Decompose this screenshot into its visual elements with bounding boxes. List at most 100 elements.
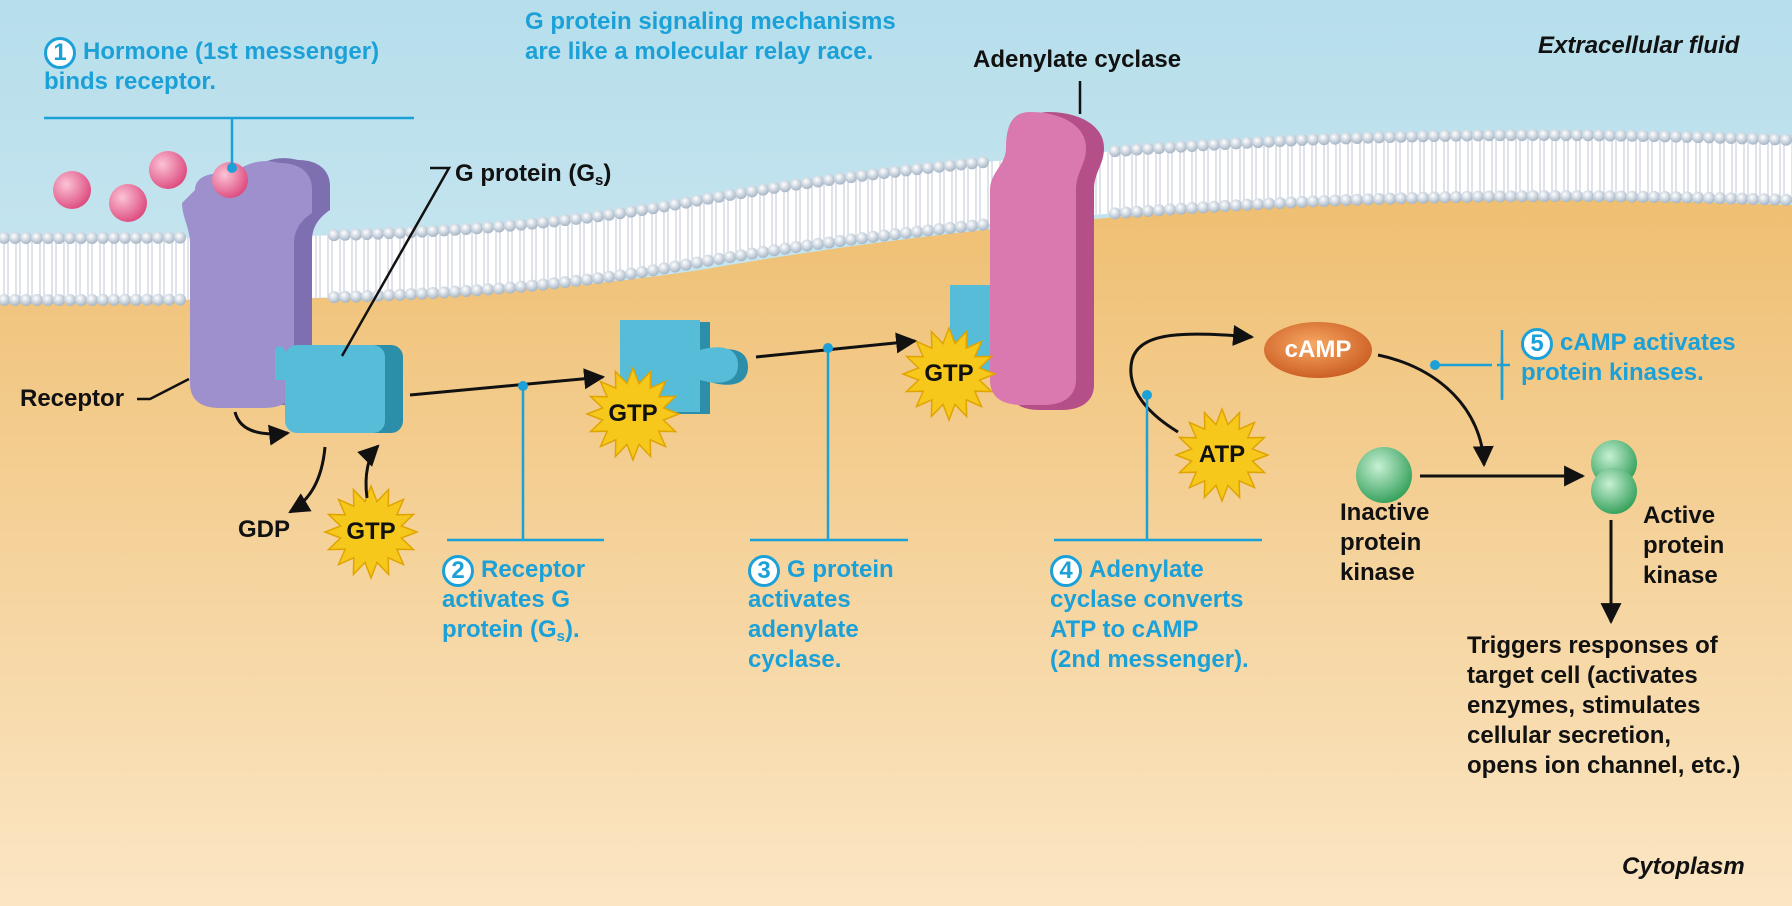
phospholipid-head — [1263, 197, 1275, 210]
phospholipid-head — [515, 218, 527, 231]
inactive-kinase-label: Inactive protein kinase — [1340, 499, 1430, 586]
phospholipid-head — [878, 229, 890, 242]
phospholipid-head — [614, 207, 626, 220]
phospholipid-head — [1439, 191, 1451, 204]
phospholipid-head — [1395, 192, 1407, 205]
phospholipid-head — [372, 227, 384, 240]
phospholipid-head — [614, 269, 626, 282]
step-4-text: Adenylate cyclase converts ATP to cAMP (… — [1050, 556, 1249, 673]
phospholipid-head — [1747, 192, 1759, 205]
phospholipid-head — [526, 279, 538, 292]
phospholipid-head — [812, 237, 824, 250]
phospholipid-head — [1230, 199, 1242, 212]
adenylate-cyclase-label: Adenylate cyclase — [973, 46, 1182, 73]
phospholipid-head — [1296, 195, 1308, 208]
phospholipid-head — [768, 244, 780, 257]
phospholipid-head — [1681, 191, 1693, 204]
camp-molecule — [1264, 322, 1372, 378]
phospholipid-head — [1527, 129, 1539, 142]
phospholipid-head — [559, 214, 571, 227]
phospholipid-head — [1197, 139, 1209, 152]
phospholipid-head — [152, 293, 164, 306]
phospholipid-head — [735, 249, 747, 262]
gtp-label: GTP — [608, 400, 658, 427]
phospholipid-head — [933, 223, 945, 236]
phospholipid-head — [581, 211, 593, 224]
phospholipid-head — [1648, 130, 1660, 143]
phospholipid-head — [823, 236, 835, 249]
phospholipid-head — [1241, 136, 1253, 149]
phospholipid-head — [1450, 129, 1462, 142]
phospholipid-head — [438, 224, 450, 237]
atp-burst — [1173, 406, 1271, 504]
phospholipid-head — [1571, 129, 1583, 142]
phospholipid-head — [1252, 136, 1264, 149]
phospholipid-head — [1516, 129, 1528, 142]
phospholipid-head — [97, 293, 109, 306]
phospholipid-head — [1362, 131, 1374, 144]
step-2: 2 Receptor activates G protein (Gs). — [442, 555, 585, 652]
phospholipid-head — [1615, 129, 1627, 142]
step-2-text: Receptor activates G protein (Gs). — [442, 556, 586, 645]
phospholipid-head — [977, 218, 989, 231]
phospholipid-head — [1549, 190, 1561, 203]
phospholipid-head — [647, 264, 659, 277]
phospholipid-head — [1428, 191, 1440, 204]
phospholipid-head — [482, 283, 494, 296]
phospholipid-head — [152, 231, 164, 244]
phospholipid-head — [955, 220, 967, 233]
phospholipid-head — [1131, 205, 1143, 218]
phospholipid-head — [559, 276, 571, 289]
phospholipid-head — [856, 232, 868, 245]
phospholipid-head — [1505, 129, 1517, 142]
phospholipid-head — [460, 284, 472, 297]
title-line-2: are like a molecular relay race. — [525, 38, 874, 65]
hormone-molecule — [109, 184, 147, 222]
gtp-burst — [584, 365, 682, 463]
phospholipid-head — [1461, 190, 1473, 203]
phospholipid-head — [75, 231, 87, 244]
phospholipid-head — [482, 221, 494, 234]
inactive-kinase-molecule — [1356, 447, 1412, 503]
phospholipid-head — [504, 281, 516, 294]
phospholipid-head — [625, 267, 637, 280]
phospholipid-head — [1450, 191, 1462, 204]
phospholipid-head — [1692, 131, 1704, 144]
phospholipid-head — [801, 177, 813, 190]
phospholipid-head — [1318, 133, 1330, 146]
phospholipid-head — [889, 228, 901, 241]
phospholipid-head — [581, 273, 593, 286]
phospholipid-head — [394, 226, 406, 239]
phospholipid-head — [779, 242, 791, 255]
phospholipid-head — [823, 174, 835, 187]
phospholipid-head — [900, 226, 912, 239]
phospholipid-head — [592, 272, 604, 285]
phospholipid-head — [680, 196, 692, 209]
gdp-release-arrow — [288, 446, 327, 514]
phospholipid-head — [1769, 193, 1781, 206]
receptor-protein — [182, 158, 330, 408]
phospholipid-head — [1109, 145, 1121, 158]
phospholipid-head — [1186, 139, 1198, 152]
step-3-text: G protein activates adenylate cyclase. — [748, 556, 894, 673]
phospholipid-head — [1285, 134, 1297, 147]
phospholipid-head — [1505, 190, 1517, 203]
phospholipid-head — [350, 228, 362, 241]
phospholipid-head — [86, 293, 98, 306]
phospholipid-head — [1670, 130, 1682, 143]
phospholipid-head — [537, 278, 549, 291]
phospholipid-head — [427, 287, 439, 300]
phospholipid-head — [438, 286, 450, 299]
phospholipid-head — [1472, 129, 1484, 142]
cytoplasm-label: Cytoplasm — [1622, 853, 1745, 880]
phospholipid-head — [658, 262, 670, 275]
phospholipid-head — [1494, 190, 1506, 203]
phospholipid-head — [1274, 197, 1286, 210]
phospholipid-head — [328, 229, 340, 242]
phospholipid-head — [1208, 200, 1220, 213]
phospholipid-head — [1703, 191, 1715, 204]
phospholipid-head — [812, 175, 824, 188]
phospholipid-head — [163, 231, 175, 244]
step4-callout — [1054, 395, 1262, 542]
